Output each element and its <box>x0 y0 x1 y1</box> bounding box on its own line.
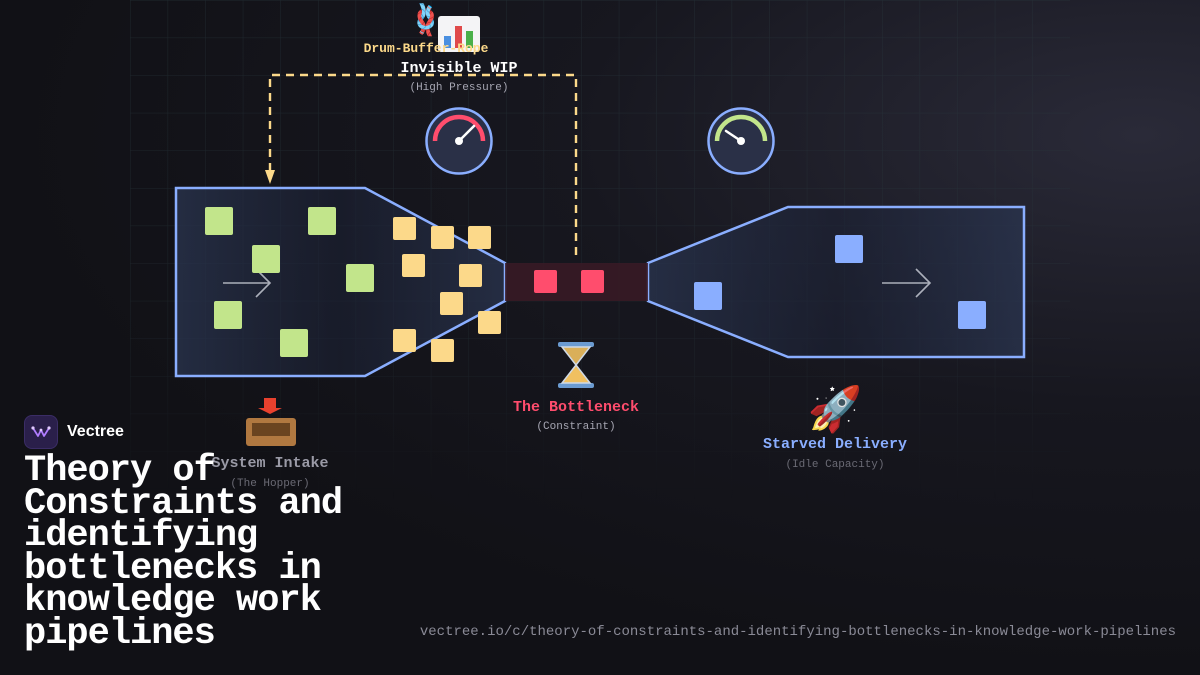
rocket-icon: 🚀 <box>808 384 863 435</box>
work-item <box>214 301 242 329</box>
intake-items <box>205 207 374 357</box>
work-item <box>308 207 336 235</box>
delivery-sublabel: (Idle Capacity) <box>785 459 884 471</box>
flow-arrow-in-icon <box>223 268 272 298</box>
work-item <box>431 226 454 249</box>
work-item <box>280 329 308 357</box>
work-item <box>459 264 482 287</box>
bottleneck-sublabel: (Constraint) <box>536 421 615 433</box>
brand[interactable]: Vectree <box>24 415 124 449</box>
gauge-low-icon <box>707 107 775 175</box>
intake-label: System Intake <box>211 455 328 472</box>
work-item <box>468 226 491 249</box>
page-url[interactable]: vectree.io/c/theory-of-constraints-and-i… <box>419 624 1176 640</box>
intake-sublabel: (The Hopper) <box>230 478 309 490</box>
gauge-high-icon <box>425 107 493 175</box>
work-item <box>431 339 454 362</box>
work-item <box>393 217 416 240</box>
vectree-logo-icon <box>24 415 58 449</box>
bottleneck-neck <box>505 263 648 301</box>
work-item <box>835 235 863 263</box>
work-item <box>402 254 425 277</box>
bar-chart-icon <box>438 16 480 52</box>
bottleneck-label: The Bottleneck <box>513 399 639 416</box>
rope-arrowhead-icon <box>265 170 275 184</box>
page-title: Theory of Constraints and identifying bo… <box>24 450 343 655</box>
work-item <box>205 207 233 235</box>
drum-buffer-rope-line <box>265 73 578 255</box>
wip-sublabel: (High Pressure) <box>409 82 508 94</box>
inbox-tray-icon <box>246 398 296 446</box>
work-item <box>694 282 722 310</box>
constraint-items <box>534 270 604 293</box>
work-item <box>581 270 604 293</box>
work-item <box>958 301 986 329</box>
work-item <box>393 329 416 352</box>
brand-name: Vectree <box>67 423 124 440</box>
work-item <box>440 292 463 315</box>
flow-arrow-out-icon <box>882 268 932 298</box>
wip-items <box>393 217 501 362</box>
hourglass-icon <box>558 342 594 388</box>
delivery-items <box>694 235 986 329</box>
work-item <box>478 311 501 334</box>
work-item <box>346 264 374 292</box>
wip-label: Invisible WIP <box>400 60 517 77</box>
drum-buffer-rope-label: Drum-Buffer-Rope <box>364 41 489 56</box>
delivery-label: Starved Delivery <box>763 436 907 453</box>
work-item <box>534 270 557 293</box>
work-item <box>252 245 280 273</box>
